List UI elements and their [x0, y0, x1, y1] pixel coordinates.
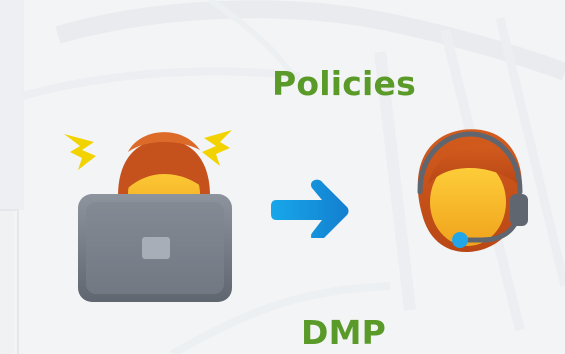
left-lightning-icon	[64, 134, 96, 170]
laptop-icon	[78, 194, 232, 302]
dmp-label: DMP	[301, 313, 387, 352]
support-agent-icon	[417, 129, 528, 252]
policies-label: Policies	[272, 64, 416, 103]
headset-icon	[417, 131, 528, 248]
right-lightning-icon	[202, 130, 232, 166]
frustrated-laptop-user-icon	[64, 130, 232, 302]
right-arrow-icon	[271, 179, 349, 238]
agent-face-icon	[428, 144, 518, 246]
